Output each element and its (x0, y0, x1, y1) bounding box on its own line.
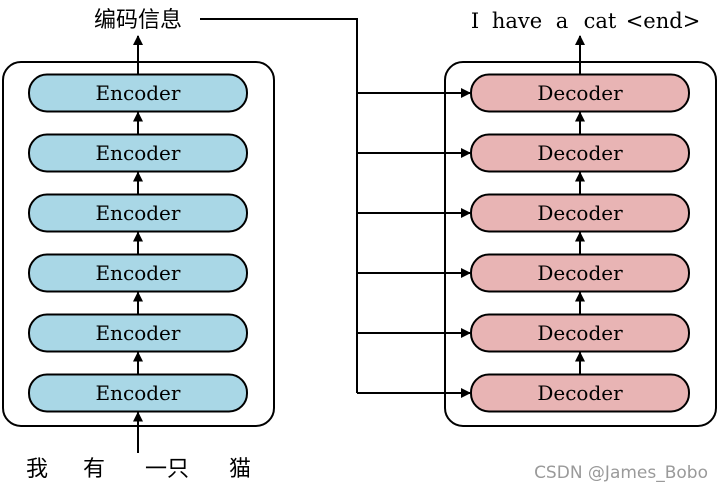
encoded-info-label: 编码信息 (94, 8, 182, 33)
encoded-info-bus (200, 18, 358, 393)
encoder-layer-label: Encoder (96, 321, 181, 345)
decoder-layer-label: Decoder (537, 381, 623, 405)
encoder-layer-label: Encoder (96, 201, 181, 225)
input-token: 一只 (145, 457, 189, 482)
decoder-layer-label: Decoder (537, 141, 623, 165)
output-token: cat (584, 9, 617, 33)
output-token: a (556, 9, 569, 33)
decoder-layer-label: Decoder (537, 201, 623, 225)
encoder-layer-label: Encoder (96, 81, 181, 105)
decoder-layers: DecoderDecoderDecoderDecoderDecoderDecod… (470, 73, 690, 413)
input-token: 有 (83, 457, 105, 482)
encoder-layer-label: Encoder (96, 261, 181, 285)
encoder-input-tokens: 我 有 一只 猫 (26, 457, 251, 482)
output-token: have (492, 9, 542, 33)
decoder-layer-label: Decoder (537, 321, 623, 345)
connectors (133, 18, 585, 453)
watermark: CSDN @James_Bobo (534, 463, 708, 483)
input-token: 我 (26, 457, 48, 482)
decoder-layer-box (470, 373, 690, 413)
output-token: I (471, 9, 479, 33)
encoder-layers: EncoderEncoderEncoderEncoderEncoderEncod… (28, 73, 248, 413)
output-token: <end> (626, 9, 701, 33)
decoder-layer-label: Decoder (537, 81, 623, 105)
input-token: 猫 (229, 457, 251, 482)
decoder-layer-label: Decoder (537, 261, 623, 285)
encoder-layer-label: Encoder (96, 381, 181, 405)
encoder-layer-label: Encoder (96, 141, 181, 165)
